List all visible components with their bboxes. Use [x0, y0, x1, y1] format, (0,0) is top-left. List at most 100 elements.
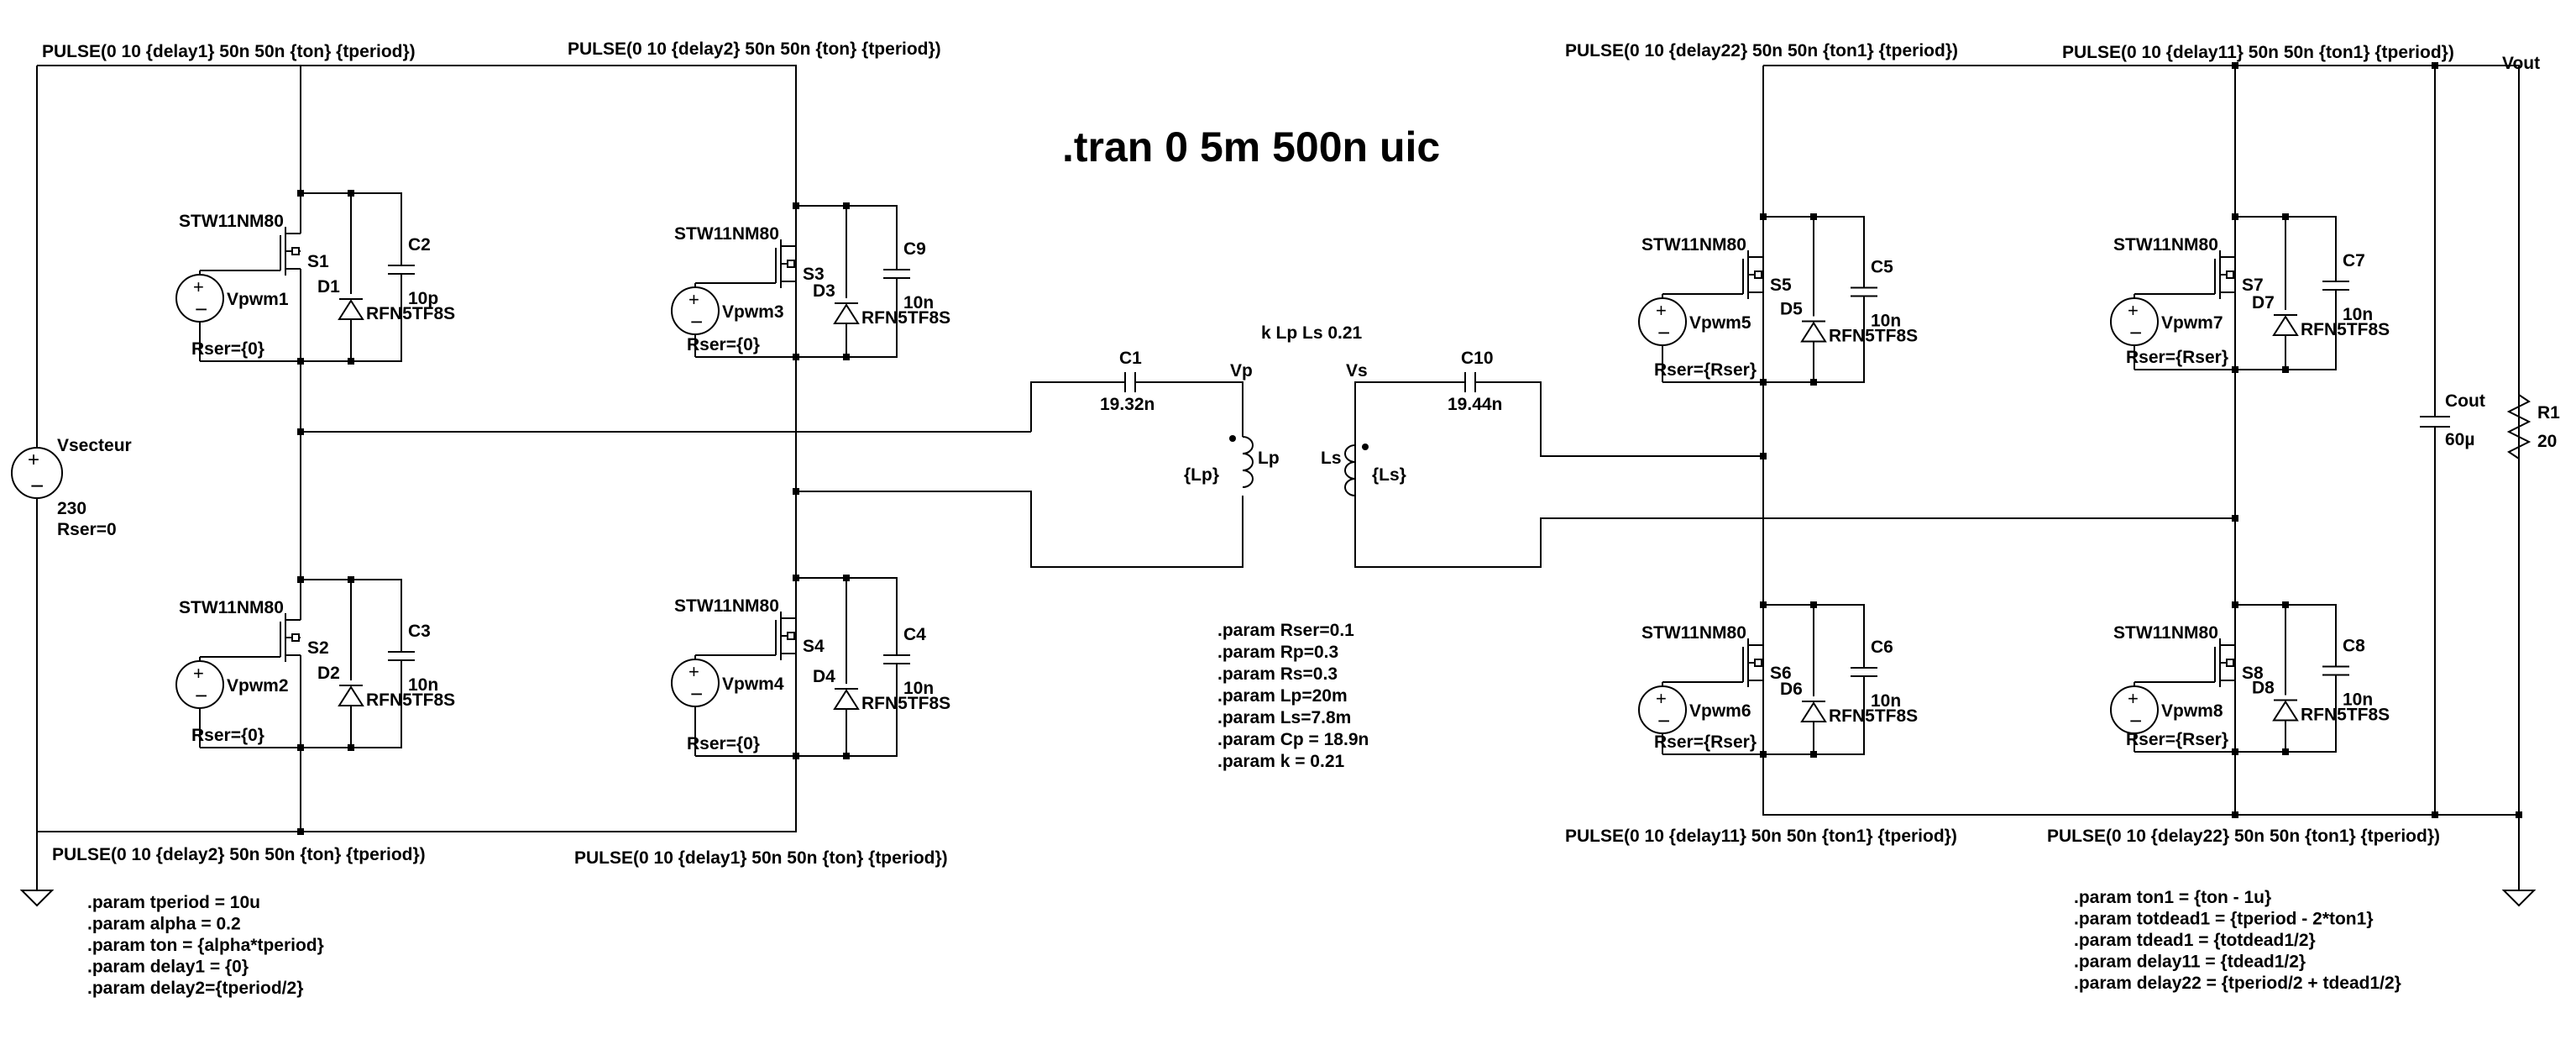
c10-value: 19.44n: [1448, 395, 1502, 414]
mosfet-model-label: STW11NM80: [179, 212, 284, 231]
diode-model-label: RFN5TF8S: [861, 694, 950, 713]
pwm-source-name-label: Vpwm1: [227, 290, 289, 309]
svg-text:−: −: [690, 681, 703, 706]
svg-text:+: +: [2128, 688, 2139, 709]
vsecteur-rser: Rser=0: [57, 520, 117, 539]
svg-text:−: −: [2129, 320, 2142, 345]
vs-label: Vs: [1346, 361, 1368, 381]
params-right: .param ton1 = {ton - 1u}.param totdead1 …: [2074, 888, 2401, 993]
pulse-s5: PULSE(0 10 {delay22} 50n 50n {ton1} {tpe…: [1565, 41, 1958, 60]
c1-name: C1: [1119, 349, 1142, 368]
switch-cell-2: +−STW11NM80S2D2RFN5TF8SC310nVpwm2Rser={0…: [175, 576, 455, 751]
ground-symbol-left: [19, 832, 55, 907]
diode-model-label: RFN5TF8S: [2301, 320, 2390, 339]
diode-name-label: D7: [2252, 293, 2275, 312]
snubber-name-label: C3: [408, 622, 431, 641]
pulse-s7: PULSE(0 10 {delay11} 50n 50n {ton1} {tpe…: [2062, 43, 2454, 62]
pulse-s4: PULSE(0 10 {delay1} 50n 50n {ton} {tperi…: [574, 848, 948, 868]
svg-text:−: −: [690, 309, 703, 334]
vout-label: Vout: [2502, 54, 2540, 73]
diode-symbol: [1800, 701, 1827, 722]
vsecteur-value: 230: [57, 499, 86, 518]
snubber-value-label: 10n: [1871, 312, 1901, 331]
diode-symbol: [2272, 315, 2299, 336]
switch-name-label: S6: [1770, 664, 1792, 683]
pwm-source-name-label: Vpwm6: [1689, 701, 1751, 721]
snubber-name-label: C4: [903, 625, 926, 644]
diode-name-label: D2: [317, 664, 340, 683]
param-line: .param k = 0.21: [1217, 752, 1345, 771]
param-line: .param delay11 = {tdead1/2}: [2074, 953, 2306, 972]
rser-label: Rser={Rser}: [1654, 360, 1757, 380]
cout-value: 60µ: [2445, 430, 2474, 449]
snubber-value-label: 10n: [2343, 690, 2373, 710]
svg-text:−: −: [2129, 708, 2142, 733]
svg-text:−: −: [30, 473, 44, 499]
rser-label: Rser={0}: [687, 734, 760, 753]
switch-cell-5: +−STW11NM80S5D5RFN5TF8SC510nVpwm5Rser={R…: [1638, 213, 1918, 386]
pulse-s1: PULSE(0 10 {delay1} 50n 50n {ton} {tperi…: [42, 42, 416, 61]
param-line: .param Lp=20m: [1217, 686, 1348, 706]
c1-value: 19.32n: [1100, 395, 1154, 414]
rser-label: Rser={Rser}: [1654, 732, 1757, 752]
switch-name-label: S5: [1770, 276, 1792, 295]
param-line: .param alpha = 0.2: [87, 915, 241, 934]
svg-text:+: +: [28, 449, 39, 471]
lp-name: Lp: [1258, 449, 1280, 468]
rser-label: Rser={0}: [687, 335, 760, 354]
pulse-s8: PULSE(0 10 {delay22} 50n 50n {ton1} {tpe…: [2047, 827, 2440, 846]
ls-name: Ls: [1321, 449, 1342, 468]
snubber-name-label: C9: [903, 239, 926, 259]
diode-model-label: RFN5TF8S: [366, 304, 455, 323]
snubber-value-label: 10n: [408, 675, 438, 695]
param-line: .param ton = {alpha*tperiod}: [87, 936, 324, 955]
param-line: .param Rser=0.1: [1217, 621, 1354, 640]
mosfet-model-label: STW11NM80: [674, 224, 779, 244]
ls-inductor: [1344, 444, 1369, 496]
lp-inductor: [1229, 435, 1254, 488]
param-line: .param Ls=7.8m: [1217, 708, 1351, 727]
switch-name-label: S8: [2242, 664, 2264, 683]
diode-model-label: RFN5TF8S: [861, 308, 950, 328]
rser-label: Rser={Rser}: [2126, 730, 2228, 749]
snubber-value-label: 10n: [903, 679, 934, 698]
switch-name-label: S2: [307, 638, 329, 658]
params-left: .param tperiod = 10u .param alpha = 0.2 .p…: [87, 893, 324, 998]
snubber-value-label: 10p: [408, 289, 438, 308]
diode-name-label: D4: [813, 667, 835, 686]
diode-name-label: D6: [1780, 680, 1803, 699]
rser-label: Rser={0}: [191, 726, 264, 745]
switch-name-label: S3: [803, 265, 825, 284]
rser-label: Rser={Rser}: [2126, 348, 2228, 367]
diode-symbol: [1800, 321, 1827, 343]
param-line: .param tperiod = 10u: [87, 893, 260, 912]
switch-cell-6: +−STW11NM80S6D6RFN5TF8SC610nVpwm6Rser={R…: [1638, 601, 1918, 758]
params-mid: .param Rser=0.1.param Rp=0.3.param Rs=0.…: [1217, 621, 1369, 771]
c10-capacitor: [1464, 372, 1486, 392]
switch-cells: +−STW11NM80S1D1RFN5TF8SC210pVpwm1Rser={0…: [175, 190, 2390, 759]
pwm-source-name-label: Vpwm4: [722, 675, 784, 694]
svg-text:+: +: [193, 663, 204, 684]
cout-capacitor: [2420, 403, 2450, 441]
svg-text:+: +: [193, 276, 204, 297]
switch-cell-8: +−STW11NM80S8D8RFN5TF8SC810nVpwm8Rser={R…: [2110, 601, 2390, 755]
snubber-name-label: C2: [408, 235, 431, 255]
diode-name-label: D5: [1780, 300, 1803, 319]
svg-text:−: −: [195, 683, 207, 708]
diode-symbol: [2272, 700, 2299, 722]
vp-label: Vp: [1230, 361, 1253, 381]
junction-dots: [297, 62, 2522, 835]
diode-name-label: D8: [2252, 679, 2275, 698]
r1-resistor: [2506, 66, 2531, 815]
snubber-name-label: C5: [1871, 258, 1893, 277]
mosfet-model-label: STW11NM80: [1641, 235, 1746, 255]
mosfet-model-label: STW11NM80: [674, 596, 779, 616]
diode-name-label: D1: [317, 277, 340, 297]
snubber-name-label: C7: [2343, 251, 2365, 270]
param-line: .param delay1 = {0}: [87, 958, 249, 977]
diode-name-label: D3: [813, 281, 835, 301]
snubber-name-label: C8: [2343, 637, 2365, 656]
pulse-s2: PULSE(0 10 {delay2} 50n 50n {ton} {tperi…: [52, 845, 426, 864]
svg-text:+: +: [689, 661, 699, 682]
